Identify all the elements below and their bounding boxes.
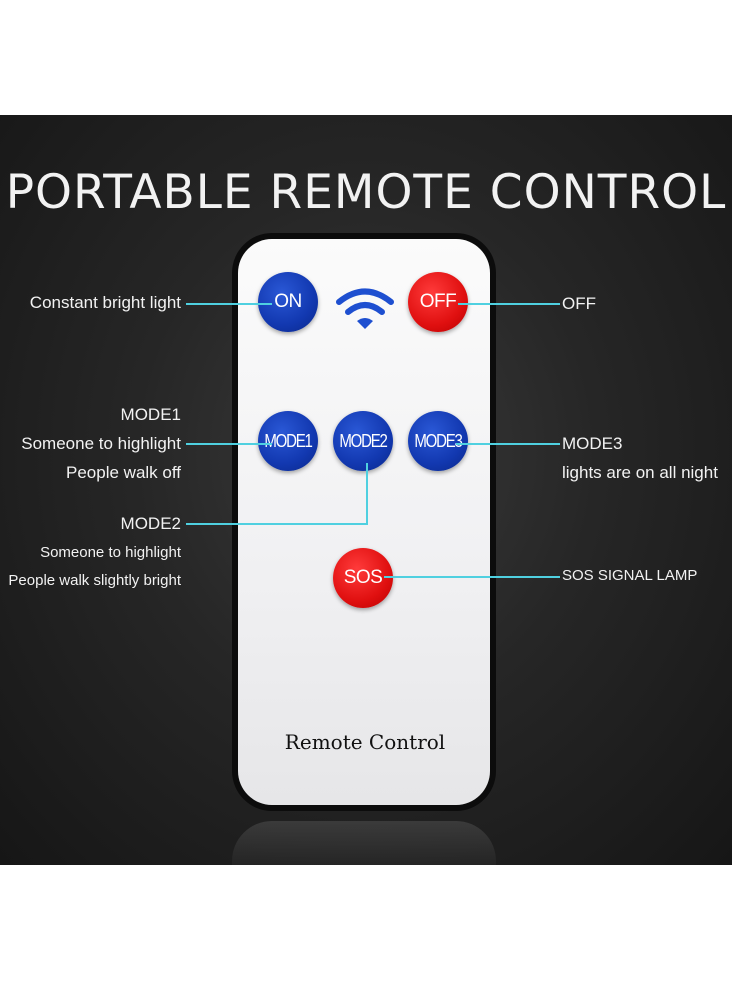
mode3-callout-line1: lights are on all night <box>562 463 718 482</box>
sos-button[interactable]: SOS <box>333 548 393 608</box>
on-leader-line <box>186 303 272 305</box>
sos-leader-line <box>384 576 560 578</box>
page-title: PORTABLE REMOTE CONTROL <box>5 165 727 220</box>
mode2-button[interactable]: MODE2 <box>333 411 393 471</box>
mode2-button-label: MODE2 <box>339 430 388 452</box>
mode2-callout-line1: Someone to highlight <box>40 544 181 561</box>
mode3-button-label: MODE3 <box>414 430 463 452</box>
off-button[interactable]: OFF <box>408 272 468 332</box>
remote-reflection <box>232 821 496 865</box>
on-button-label: ON <box>274 291 302 312</box>
wifi-icon <box>336 288 394 329</box>
sos-button-label: SOS <box>343 567 383 588</box>
mode2-leader-line <box>186 523 368 525</box>
remote-label: Remote Control <box>284 730 446 754</box>
mode1-leader-line <box>186 443 272 445</box>
mode3-button[interactable]: MODE3 <box>408 411 468 471</box>
off-callout: OFF <box>562 294 596 313</box>
on-callout: Constant bright light <box>29 293 181 312</box>
mode2-callout-title: MODE2 <box>120 514 181 533</box>
remote-face <box>238 239 490 805</box>
off-leader-line <box>458 303 560 305</box>
mode3-callout-title: MODE3 <box>562 434 623 453</box>
off-button-label: OFF <box>419 291 457 312</box>
mode3-leader-line <box>456 443 560 445</box>
mode1-callout-line2: People walk off <box>66 463 181 482</box>
mode1-callout-line1: Someone to highlight <box>21 434 181 453</box>
mode1-button-label: MODE1 <box>264 430 313 452</box>
remote-control <box>232 233 496 811</box>
mode1-callout-title: MODE1 <box>120 405 181 424</box>
on-button[interactable]: ON <box>258 272 318 332</box>
mode2-leader-vertical <box>366 463 368 525</box>
mode1-button[interactable]: MODE1 <box>258 411 318 471</box>
mode2-callout-line2: People walk slightly bright <box>8 572 181 589</box>
product-photo: PORTABLE REMOTE CONTROL ON OFF MODE1 MOD… <box>0 115 732 865</box>
sos-callout: SOS SIGNAL LAMP <box>562 567 698 584</box>
